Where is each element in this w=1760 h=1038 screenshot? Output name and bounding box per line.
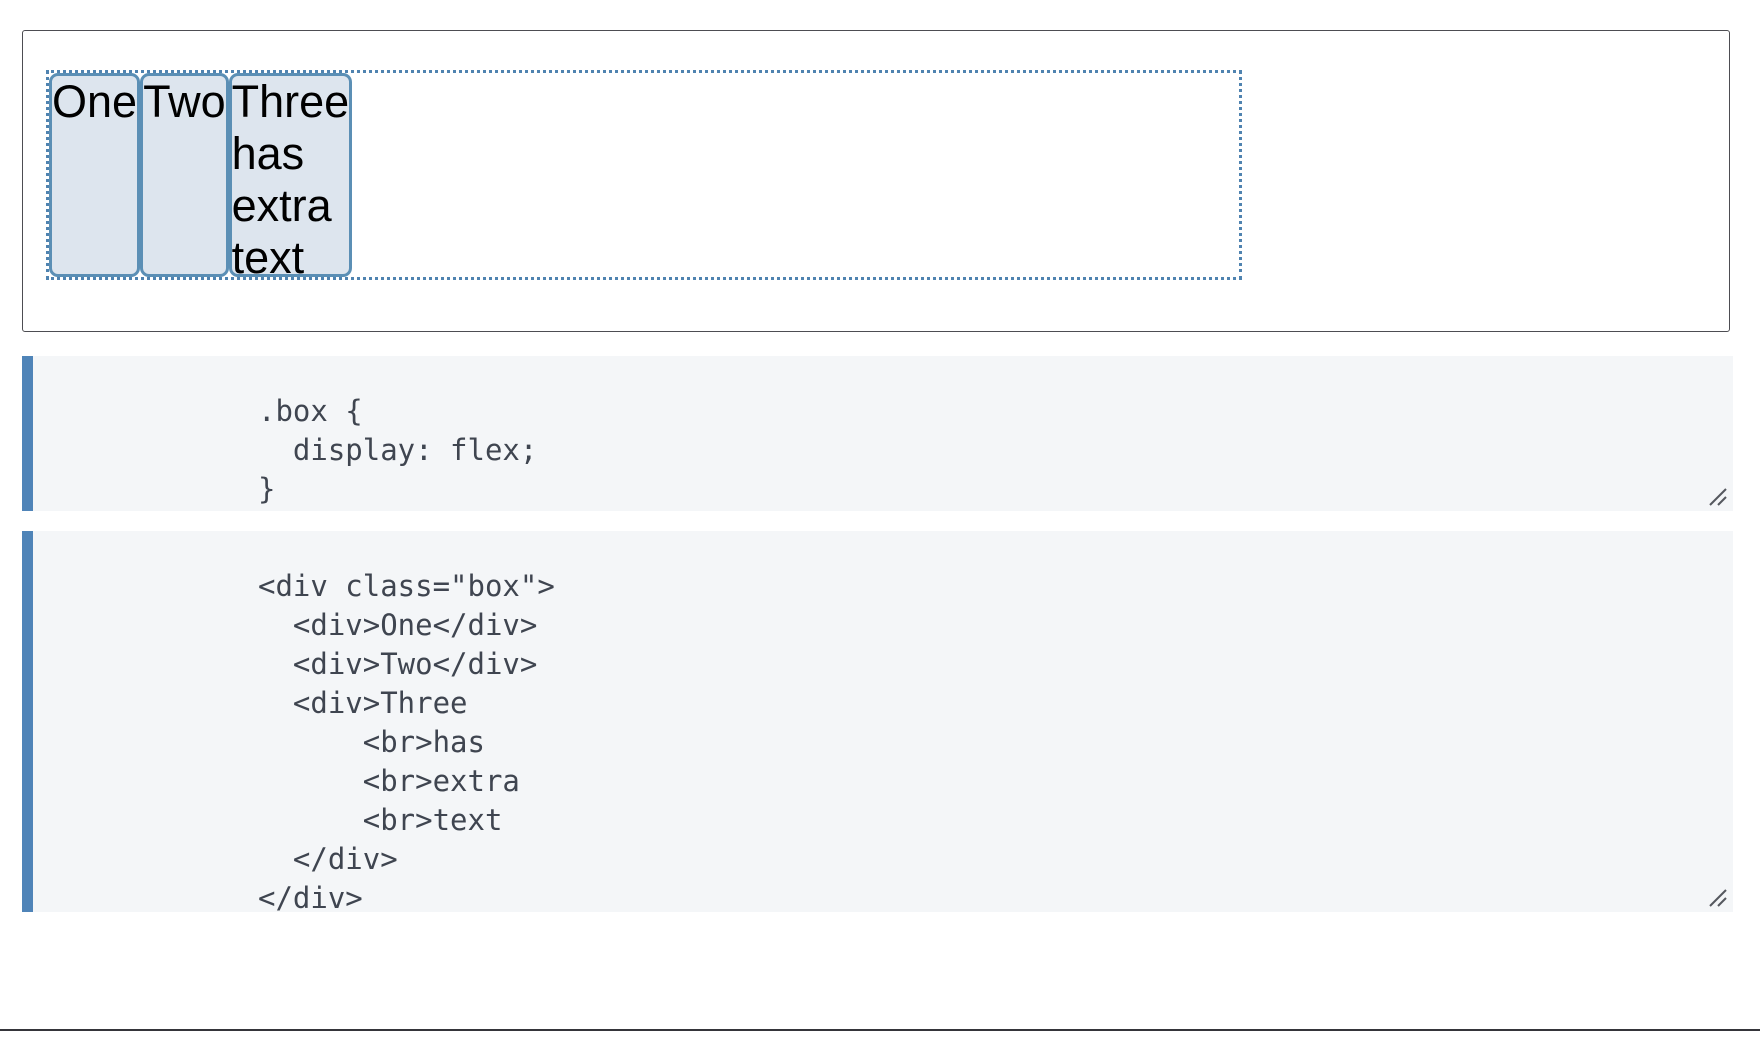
- css-editor-content[interactable]: .box { display: flex; }: [258, 394, 538, 506]
- resize-grip-icon[interactable]: [1707, 486, 1729, 508]
- flex-item-one-line-1: One: [52, 76, 138, 127]
- flex-item-three-line-4: text: [231, 232, 305, 283]
- flex-item-three-line-3: extra: [231, 180, 332, 231]
- flex-item-two: Two: [140, 73, 229, 277]
- html-editor[interactable]: <div class="box"> <div>One</div> <div>Tw…: [22, 531, 1733, 912]
- flex-item-three: Three has extra text: [228, 73, 353, 283]
- resize-grip-icon[interactable]: [1707, 887, 1729, 909]
- flex-item-one: One: [49, 73, 141, 277]
- css-editor[interactable]: .box { display: flex; }: [22, 356, 1733, 511]
- flex-item-two-line-1: Two: [143, 76, 226, 127]
- flex-container: One Two Three has extra text: [46, 70, 1242, 283]
- page-bottom-rule: [0, 1029, 1760, 1031]
- html-editor-content[interactable]: <div class="box"> <div>One</div> <div>Tw…: [258, 569, 555, 912]
- flex-item-three-line-1: Three: [231, 76, 350, 127]
- flex-item-three-line-2: has: [231, 128, 305, 179]
- live-demo-frame: One Two Three has extra text: [22, 30, 1730, 332]
